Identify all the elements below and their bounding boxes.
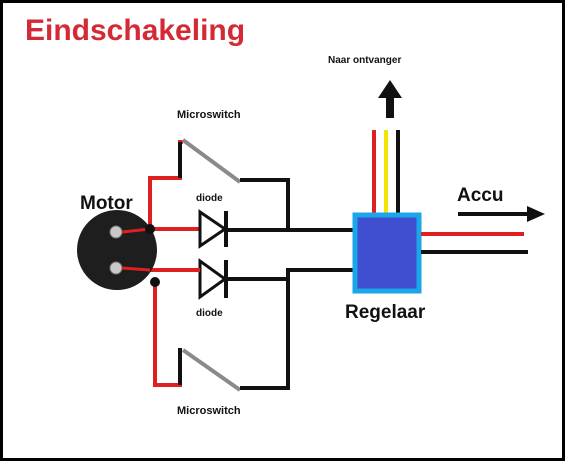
receiver-label: Naar ontvanger (328, 55, 401, 66)
motor-lead-bottom (121, 266, 151, 272)
wire-black-bottom-to-regulator (226, 268, 358, 281)
motor-icon (77, 210, 157, 290)
wire-black-top-switch (240, 178, 290, 232)
diode-top-icon (198, 209, 228, 249)
junction-bottom (150, 277, 160, 287)
diagram-title: Eindschakeling (25, 14, 245, 47)
microswitch-top-label: Microswitch (177, 109, 241, 121)
regulator-box (352, 212, 422, 294)
microswitch-bottom-label: Microswitch (177, 405, 241, 417)
microswitch-bottom-lever (181, 348, 242, 392)
wire-red-bottom-switch (153, 282, 182, 387)
wire-black-bottom-switch (240, 279, 290, 390)
diode-bottom-label: diode (196, 308, 223, 319)
circuit-diagram: Eindschakeling Naar ontvanger Microswitc… (25, 14, 545, 417)
arrow-up-icon (378, 80, 402, 118)
motor-label: Motor (80, 193, 133, 214)
motor-terminal-bottom (109, 261, 123, 275)
battery-label: Accu (457, 185, 503, 206)
microswitch-top-lever (181, 138, 242, 184)
diode-bottom-icon (198, 258, 228, 300)
arrow-right-icon (458, 206, 545, 222)
diode-top-label: diode (196, 193, 223, 204)
motor-terminal-top (109, 225, 123, 239)
junction-top (145, 224, 155, 234)
regulator-label: Regelaar (345, 302, 426, 323)
